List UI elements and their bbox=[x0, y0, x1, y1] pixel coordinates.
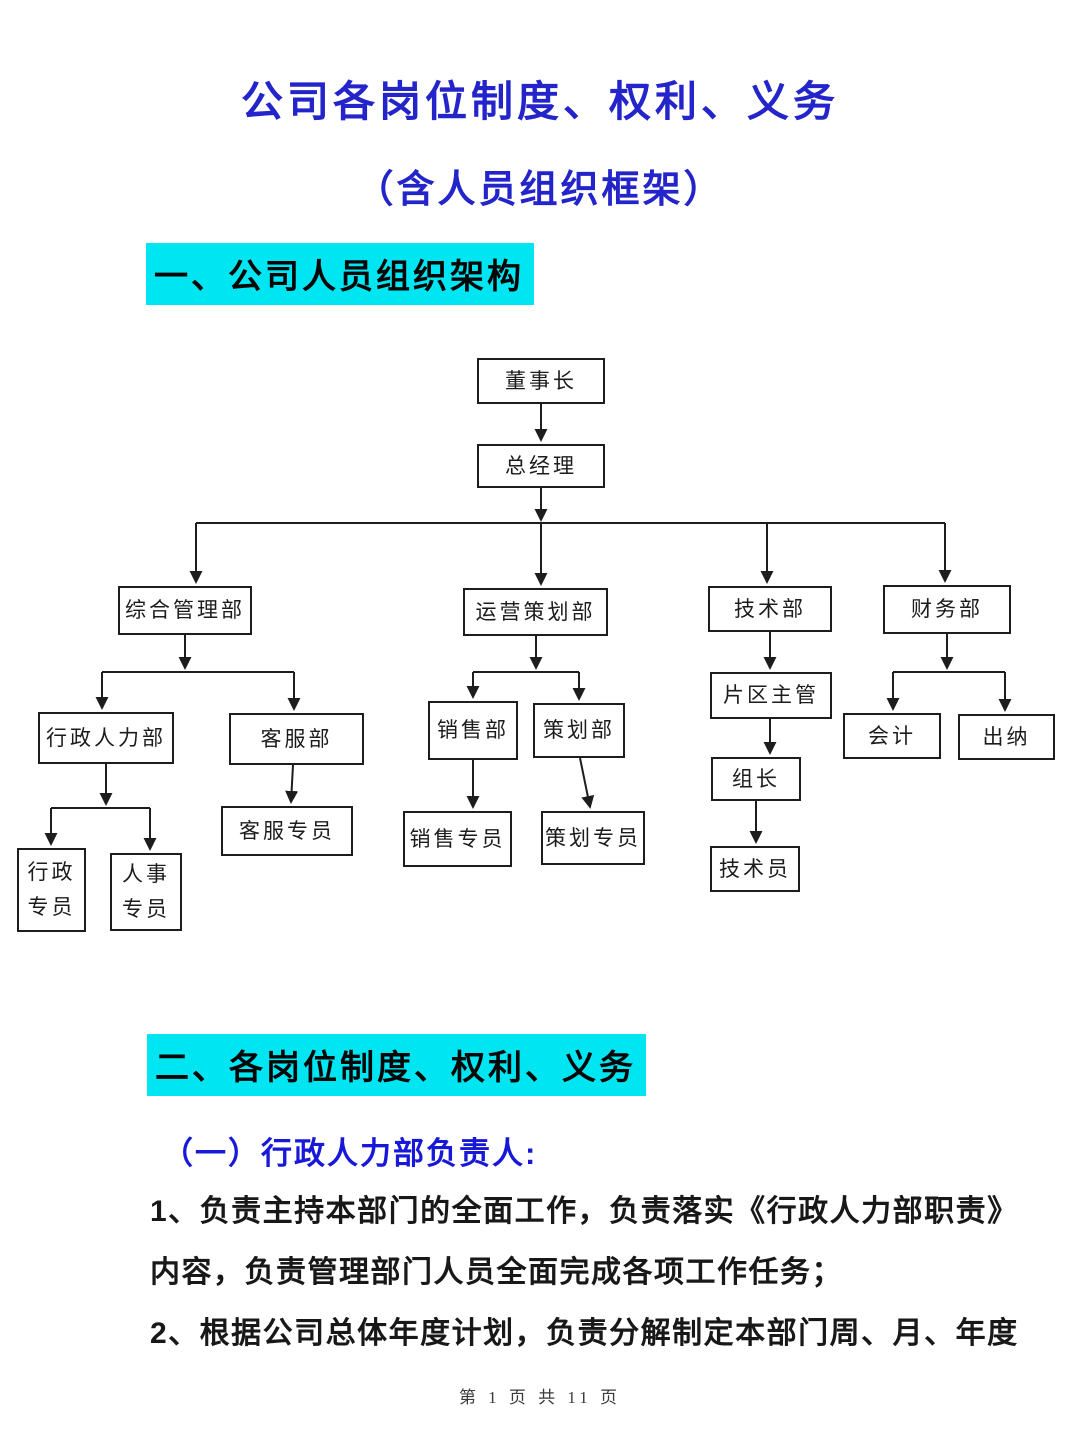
org-chart-edge bbox=[579, 757, 595, 809]
org-node-cs-specialist: 客服专员 bbox=[221, 806, 353, 856]
doc-subtitle: （含人员组织框架） bbox=[355, 169, 725, 211]
org-node-planning-dept: 策划部 bbox=[533, 703, 625, 758]
org-node-admin-hr-dept: 行政人力部 bbox=[38, 712, 174, 764]
org-node-hr-specialist: 人事 专员 bbox=[110, 853, 182, 931]
body-line-1: 1、负责主持本部门的全面工作，负责落实《行政人力部职责》 bbox=[150, 1195, 1019, 1228]
subsection-heading: （一）行政人力部负责人: bbox=[162, 1136, 538, 1171]
org-node-tech-dept: 技术部 bbox=[708, 586, 832, 632]
org-node-region-supervisor: 片区主管 bbox=[710, 672, 832, 719]
page-footer: 第 1 页 共 11 页 bbox=[458, 1388, 622, 1407]
org-node-general-mgmt-dept: 综合管理部 bbox=[118, 586, 252, 635]
org-node-admin-specialist: 行政 专员 bbox=[17, 848, 86, 932]
section-two-heading: 二、各岗位制度、权利、义务 bbox=[147, 1034, 646, 1096]
org-node-general-manager: 总经理 bbox=[477, 444, 605, 488]
body-line-2: 内容，负责管理部门人员全面完成各项工作任务； bbox=[150, 1256, 843, 1289]
section-one-heading: 一、公司人员组织架构 bbox=[146, 243, 534, 305]
org-node-group-leader: 组长 bbox=[711, 757, 801, 801]
org-node-accountant: 会计 bbox=[843, 713, 941, 759]
org-node-ops-planning-dept: 运营策划部 bbox=[463, 588, 608, 636]
body-line-3: 2、根据公司总体年度计划，负责分解制定本部门周、月、年度 bbox=[150, 1317, 1019, 1350]
org-node-sales-specialist: 销售专员 bbox=[403, 811, 512, 867]
org-chart-edge bbox=[285, 764, 299, 804]
org-node-sales-dept: 销售部 bbox=[428, 701, 518, 760]
body-text: 1、负责主持本部门的全面工作，负责落实《行政人力部职责》 内容，负责管理部门人员… bbox=[150, 1190, 1030, 1373]
org-node-chairman: 董事长 bbox=[477, 358, 605, 404]
doc-title: 公司各岗位制度、权利、义务 bbox=[240, 80, 839, 126]
org-node-cashier: 出纳 bbox=[958, 714, 1055, 760]
org-node-technician: 技术员 bbox=[710, 846, 800, 892]
org-node-planning-specialist: 策划专员 bbox=[541, 811, 645, 865]
org-node-finance-dept: 财务部 bbox=[883, 585, 1011, 634]
org-node-customer-service-dept: 客服部 bbox=[229, 713, 364, 765]
